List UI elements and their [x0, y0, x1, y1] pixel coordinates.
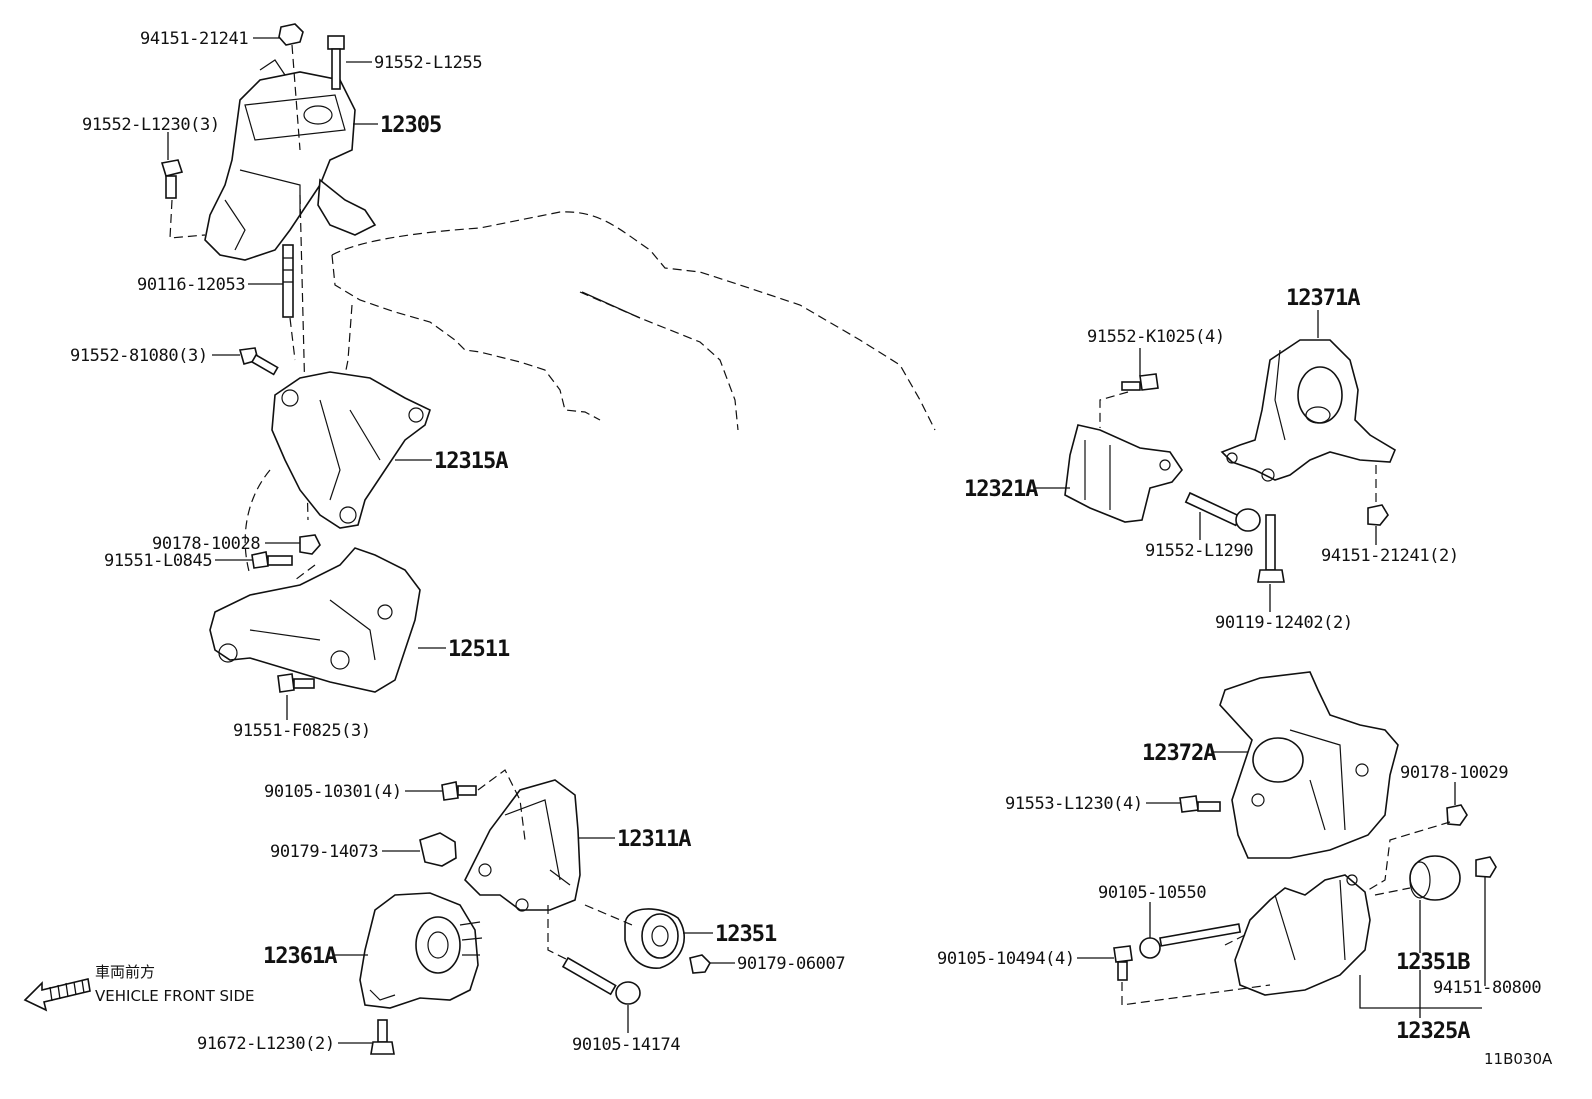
label-90105-10550: 90105-10550 — [1098, 883, 1206, 903]
engine-outline — [244, 211, 936, 576]
label-12372A: 12372A — [1142, 741, 1216, 766]
label-90179-14073: 90179-14073 — [270, 842, 378, 862]
nut-90179-06007 — [689, 954, 711, 974]
label-94151-21241: 94151-21241 — [140, 29, 248, 49]
nut-90178-10028 — [299, 534, 321, 555]
vehicle-front-label-en: VEHICLE FRONT SIDE — [95, 987, 255, 1005]
bolt-91672-L1230 — [370, 1019, 395, 1055]
bolt-90105-10550 — [1139, 923, 1242, 959]
label-90178-10028: 90178-10028 — [152, 534, 260, 554]
vehicle-front-label-jp: 車両前方 — [95, 963, 155, 981]
label-12315A: 12315A — [434, 449, 508, 474]
label-91672-L1230-2: 91672-L1230(2) — [197, 1034, 335, 1054]
figure-code: 11B030A — [1484, 1050, 1553, 1068]
nut-94151-21241-2 — [1367, 504, 1389, 526]
bolt-91552-L1255 — [327, 35, 345, 90]
label-12371A: 12371A — [1286, 286, 1360, 311]
bolt-91552-K1025 — [1121, 373, 1159, 391]
engine-mount-12371A — [1220, 339, 1397, 482]
label-91552-L1255: 91552-L1255 — [374, 53, 482, 73]
bolt-90105-10301 — [441, 781, 477, 801]
nut-94151-80800 — [1475, 856, 1497, 878]
bracket-12321A — [1064, 424, 1183, 523]
bracket-12511 — [209, 547, 421, 693]
label-91551-F0825-3: 91551-F0825(3) — [233, 721, 371, 741]
label-91552-L1230-3: 91552-L1230(3) — [82, 115, 220, 135]
bolt-90105-14174 — [561, 956, 641, 1005]
bracket-12311A — [464, 779, 581, 912]
bushing-12351 — [624, 908, 686, 969]
bolt-91552-L1290 — [1184, 491, 1261, 532]
part-labels: 94151-21241 91552-L1255 91552-L1230(3) 1… — [70, 29, 1542, 1055]
engine-mount-12361A — [359, 892, 483, 1009]
label-91552-81080-3: 91552-81080(3) — [70, 346, 208, 366]
label-90179-06007: 90179-06007 — [737, 954, 845, 974]
bolt-90105-10494 — [1113, 945, 1133, 981]
label-12311A: 12311A — [617, 827, 691, 852]
stud-90119-12402 — [1257, 514, 1285, 583]
label-90116-12053: 90116-12053 — [137, 275, 245, 295]
bolt-91551-F0825 — [277, 673, 315, 693]
bolt-91552-81080 — [238, 347, 279, 376]
label-94151-80800: 94151-80800 — [1433, 978, 1541, 998]
bushing-12351B — [1409, 855, 1461, 901]
label-12321A: 12321A — [964, 477, 1038, 502]
label-12351B: 12351B — [1396, 950, 1470, 975]
label-90119-12402-2: 90119-12402(2) — [1215, 613, 1353, 633]
label-90105-10301-4: 90105-10301(4) — [264, 782, 402, 802]
engine-mount-12305 — [204, 59, 377, 261]
arrow-left-hatched-icon — [23, 978, 91, 1012]
engine-mount-12372A — [1219, 671, 1399, 859]
label-91552-K1025-4: 91552-K1025(4) — [1087, 327, 1225, 347]
label-90178-10029: 90178-10029 — [1400, 763, 1508, 783]
label-91553-L1230-4: 91553-L1230(4) — [1005, 794, 1143, 814]
bolt-91552-L1230 — [160, 159, 184, 199]
label-90105-10494-4: 90105-10494(4) — [937, 949, 1075, 969]
bolt-91551-L0845 — [251, 551, 293, 569]
label-12351: 12351 — [715, 922, 777, 947]
nut-90179-14073 — [419, 832, 457, 867]
label-12325A: 12325A — [1396, 1019, 1470, 1044]
bracket-12325A — [1234, 874, 1371, 996]
label-12511: 12511 — [448, 637, 510, 662]
label-91551-L0845: 91551-L0845 — [104, 551, 212, 571]
leader-lines — [167, 37, 1486, 1044]
label-91552-L1290: 91552-L1290 — [1145, 541, 1253, 561]
nut-94151-21241 — [278, 23, 304, 46]
label-90105-14174: 90105-14174 — [572, 1035, 680, 1055]
direction-note: 車両前方 VEHICLE FRONT SIDE — [95, 963, 255, 1005]
bolt-91553-L1230 — [1179, 795, 1221, 813]
label-12305: 12305 — [380, 113, 441, 138]
label-94151-21241-2: 94151-21241(2) — [1321, 546, 1459, 566]
stud-90116-12053 — [282, 244, 294, 318]
nut-90178-10029 — [1446, 804, 1468, 826]
bracket-12315A — [271, 371, 431, 529]
label-12361A: 12361A — [263, 944, 337, 969]
